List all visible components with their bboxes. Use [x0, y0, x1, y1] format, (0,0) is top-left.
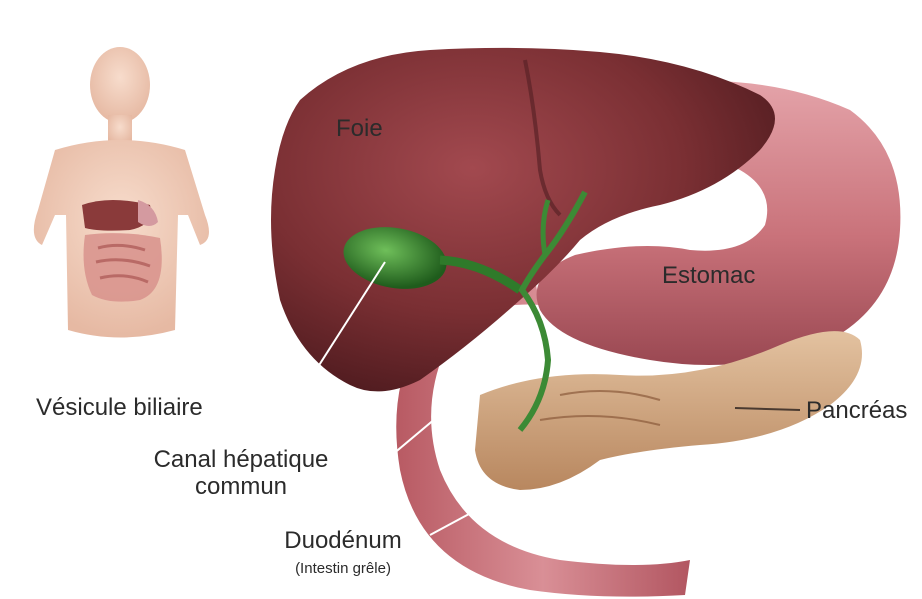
duodenum-sublabel: (Intestin grêle) [258, 561, 428, 578]
pancreas-label: Pancréas [806, 398, 907, 424]
hepatic-duct-label-line2: commun [96, 474, 386, 500]
stomach-label: Estomac [662, 263, 755, 289]
duodenum-label: Duodénum [258, 528, 428, 554]
liver-label: Foie [336, 116, 383, 142]
hepatic-duct-label-line1: Canal hépatique [96, 447, 386, 473]
gallbladder-label: Vésicule biliaire [36, 395, 203, 421]
human-figure [34, 47, 209, 338]
